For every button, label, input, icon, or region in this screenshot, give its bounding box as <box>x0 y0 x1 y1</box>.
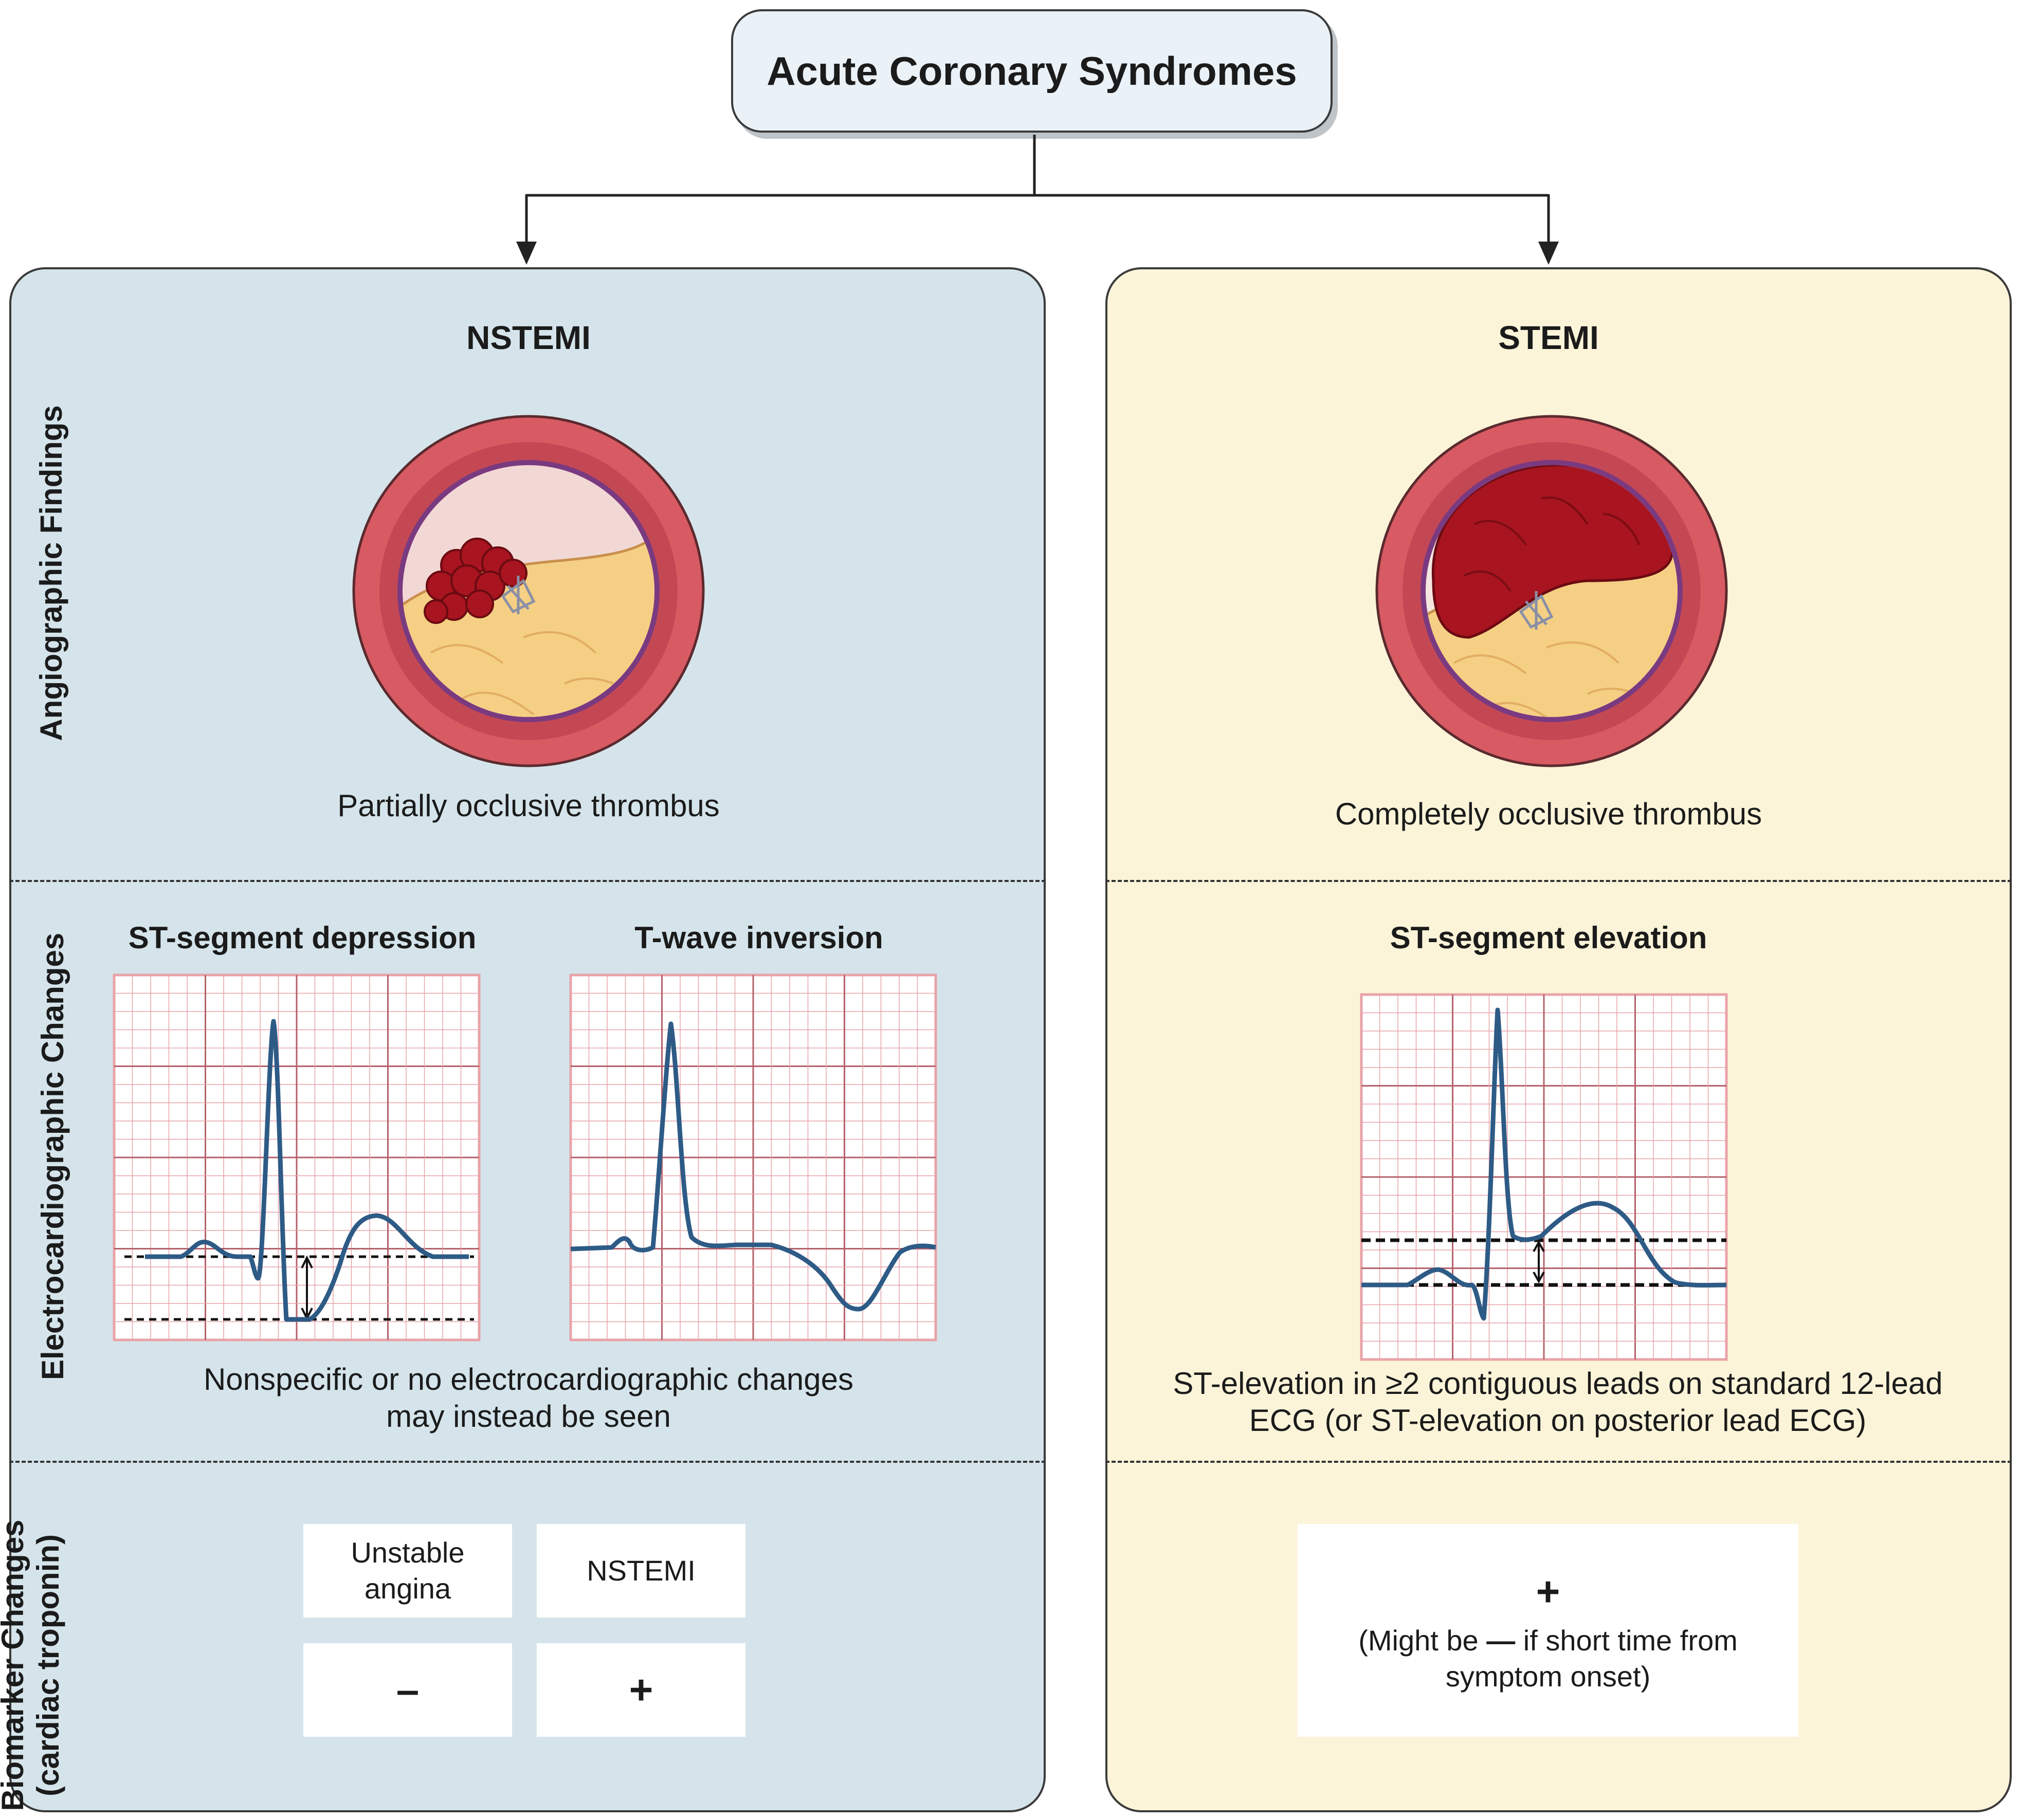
stemi-ecg-caption-line2: ECG (or ST-elevation on posterior lead E… <box>1249 1403 1867 1438</box>
stemi-positive-sign: + <box>1536 1569 1560 1614</box>
unstable-angina-line2: angina <box>364 1572 451 1605</box>
biomarker-stemi: + (Might be — if short time from symptom… <box>1298 1524 1798 1737</box>
ecg-st-depression <box>113 973 481 1341</box>
unstable-angina-line1: Unstable <box>351 1536 465 1569</box>
divider-ecg <box>9 880 1046 882</box>
stemi-note-negative-sign: — <box>1486 1624 1516 1657</box>
row-label-biomarker-line1: Biomarker Changes <box>0 1519 30 1811</box>
stemi-plaque-rupture <box>1519 591 1554 630</box>
row-label-ecg: Electrocardiographic Changes <box>35 932 70 1380</box>
nstemi-ecg-caption: Nonspecific or no electrocardiographic c… <box>143 1361 914 1435</box>
ecg-grid <box>113 973 481 1341</box>
connector-arrows <box>516 135 1559 265</box>
title-box: Acute Coronary Syndromes <box>731 9 1333 133</box>
nstemi-ecg-left-title: ST-segment depression <box>128 921 477 955</box>
nstemi-plaque-rupture <box>501 576 536 614</box>
nstemi-ecg-right-title: T-wave inversion <box>634 921 883 955</box>
nstemi-vessel-illustration <box>352 415 705 767</box>
ecg-t-wave-inversion <box>569 973 937 1341</box>
stemi-title: STEMI <box>1498 319 1599 356</box>
divider-ecg-right <box>1105 880 2012 882</box>
stemi-note-line1: (Might be — if short time from <box>1358 1623 1738 1659</box>
biomarker-header-unstable-angina: Unstable angina <box>303 1524 512 1617</box>
nstemi-header-label: NSTEMI <box>587 1554 696 1587</box>
stemi-angiographic-caption: Completely occlusive thrombus <box>1335 797 1762 831</box>
arrow-head-left <box>516 242 537 265</box>
stemi-ecg-title: ST-segment elevation <box>1390 921 1707 955</box>
negative-sign: – <box>396 1667 420 1713</box>
row-label-biomarker: Biomarker Changes (cardiac troponin) <box>0 1511 87 1819</box>
stemi-note-line2: symptom onset) <box>1445 1660 1651 1693</box>
stemi-note-prefix: (Might be <box>1358 1624 1487 1657</box>
nstemi-ecg-caption-line1: Nonspecific or no electrocardiographic c… <box>203 1362 854 1396</box>
row-label-biomarker-line2: (cardiac troponin) <box>31 1534 65 1797</box>
nstemi-angiographic-caption: Partially occlusive thrombus <box>337 788 720 823</box>
divider-biomarker <box>9 1461 1046 1463</box>
arrow-head-right <box>1538 242 1559 265</box>
biomarker-header-nstemi: NSTEMI <box>537 1524 745 1617</box>
ecg-st-elevation <box>1360 993 1728 1361</box>
stemi-ecg-caption-line1: ST-elevation in ≥2 contiguous leads on s… <box>1173 1366 1943 1401</box>
nstemi-ecg-caption-line2: may instead be seen <box>386 1399 671 1433</box>
stemi-ecg-caption: ST-elevation in ≥2 contiguous leads on s… <box>1136 1365 1979 1439</box>
diagram-title: Acute Coronary Syndromes <box>767 48 1297 94</box>
biomarker-value-nstemi: + <box>537 1643 745 1737</box>
row-label-angiographic: Angiographic Findings <box>34 405 68 741</box>
ecg-grid <box>569 973 937 1341</box>
stemi-note-suffix: if short time from <box>1515 1624 1738 1657</box>
divider-biomarker-right <box>1105 1461 2012 1463</box>
nstemi-thrombus <box>424 538 527 624</box>
ecg-grid <box>1360 993 1728 1361</box>
nstemi-title: NSTEMI <box>466 319 591 356</box>
stemi-thrombus <box>1431 465 1674 639</box>
positive-sign: + <box>629 1667 653 1713</box>
stemi-vessel-illustration <box>1375 415 1728 767</box>
biomarker-value-unstable-angina: – <box>303 1643 512 1737</box>
